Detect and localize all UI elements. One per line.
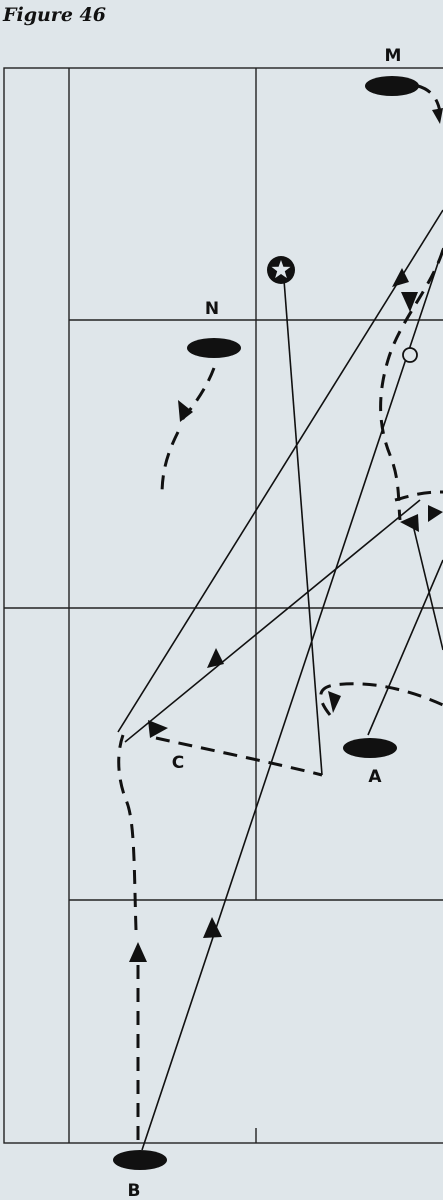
star-in-circle-icon <box>267 256 295 284</box>
arrowhead-b-up <box>129 942 147 962</box>
arrowhead-right-mid <box>428 505 443 522</box>
arrowhead-down-2 <box>328 691 341 713</box>
player-a-marker <box>343 738 397 758</box>
court-boundary <box>3 67 443 1144</box>
shot-paths <box>117 209 443 1151</box>
shot-c-to-top-right <box>117 209 443 733</box>
shot-right-down <box>412 524 443 651</box>
arrowhead-up-1 <box>207 648 224 668</box>
player-n-marker <box>187 338 241 358</box>
movement-m <box>417 84 442 113</box>
court-lines <box>3 67 443 1144</box>
movement-c-to-a <box>155 736 323 777</box>
arrowhead-n-down <box>178 400 193 422</box>
label-m: M <box>385 46 402 66</box>
player-m-marker <box>365 76 419 96</box>
arrowhead-right-center-down <box>401 292 418 312</box>
player-labels: M N A B C <box>128 46 402 1200</box>
shot-arrowheads <box>148 268 443 938</box>
movement-right-center <box>379 249 443 521</box>
label-a: A <box>368 767 382 787</box>
arrowhead-right-c <box>148 720 168 738</box>
label-c: C <box>172 753 184 773</box>
players <box>113 76 419 1170</box>
open-circle-icon <box>402 347 418 363</box>
arrowhead-left-mid <box>400 514 419 532</box>
movement-arrowheads <box>129 108 443 962</box>
movement-b-to-c <box>117 734 138 931</box>
movement-paths <box>117 84 443 1140</box>
shot-a-to-right <box>367 559 443 736</box>
movement-n-tail <box>160 431 180 496</box>
player-b-marker <box>113 1150 167 1170</box>
movement-right-squiggle <box>394 490 443 502</box>
arrowhead-down-1 <box>392 268 409 287</box>
arrowhead-up-2 <box>203 917 222 938</box>
label-n: N <box>205 299 219 319</box>
figure-title: Figure 46 <box>3 4 106 26</box>
shot-c-to-right-mid <box>124 499 421 743</box>
movement-a-loop <box>319 682 443 716</box>
shot-b-to-right <box>141 247 443 1151</box>
arrowhead-m-down <box>432 108 443 124</box>
shot-star-to-a <box>283 279 323 776</box>
label-b: B <box>128 1181 141 1200</box>
